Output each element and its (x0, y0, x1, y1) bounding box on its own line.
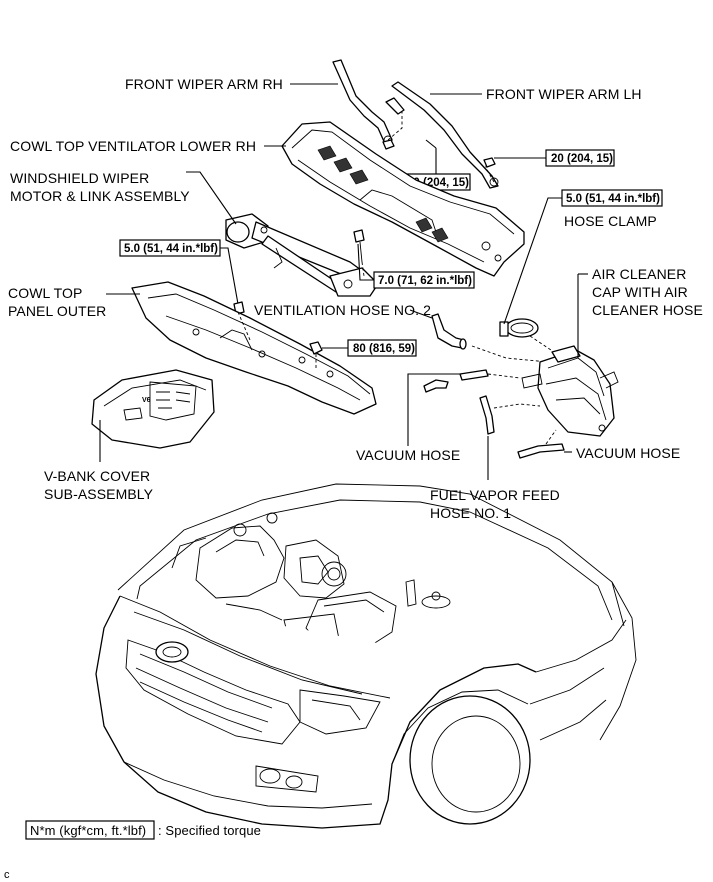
torque-cowl-panel: 80 (816, 59) (322, 339, 417, 357)
svg-text:V6: V6 (142, 397, 151, 404)
fuel-vapor-hose-part (479, 395, 495, 435)
torque-label-wiper-motor: 5.0 (51, 44 in.*lbf) (124, 243, 218, 255)
label-v-bank-line2: SUB-ASSEMBLY (44, 486, 154, 502)
label-wiper-motor-line2: MOTOR & LINK ASSEMBLY (10, 188, 190, 204)
torque-label-link: 7.0 (71, 62 in.*lbf) (378, 275, 472, 287)
label-cowl-outer-line1: COWL TOP (8, 285, 82, 301)
front-wiper-arm-lh (385, 81, 499, 189)
label-air-cleaner-line3: CLEANER HOSE (592, 302, 703, 318)
label-front-wiper-arm-lh: FRONT WIPER ARM LH (486, 86, 642, 102)
cowl-panel-nut (309, 341, 323, 355)
vacuum-hose-left-part (423, 369, 489, 393)
legend-units: N*m (kgf*cm, ft.*lbf) (30, 823, 146, 838)
cowl-top-ventilator-lower-rh (281, 121, 525, 277)
leader-vent-hose (409, 309, 433, 319)
nut-rh (382, 139, 395, 150)
ventilation-hose-no2 (431, 313, 467, 350)
figure-code: c (4, 869, 10, 881)
label-ventilation-hose: VENTILATION HOSE NO. 2 (254, 302, 431, 318)
torque-label-wiper-lh: 20 (204, 15) (551, 153, 613, 165)
label-hose-clamp: HOSE CLAMP (564, 213, 657, 229)
air-cleaner-cap (521, 345, 619, 437)
label-vacuum-hose-left: VACUUM HOSE (356, 447, 460, 463)
v-bank-cover: V6 (91, 369, 215, 449)
torque-legend: N*m (kgf*cm, ft.*lbf) : Specified torque (25, 820, 261, 840)
label-wiper-motor-line1: WINDSHIELD WIPER (10, 170, 149, 186)
label-fuel-vapor-line1: FUEL VAPOR FEED (430, 487, 560, 503)
windshield-wiper-motor-link (225, 213, 379, 297)
label-cowl-outer-line2: PANEL OUTER (8, 303, 106, 319)
link-bolt (353, 229, 365, 263)
label-cowl-top-ventilator-lower-rh: COWL TOP VENTILATOR LOWER RH (10, 138, 256, 154)
label-vacuum-hose-right: VACUUM HOSE (576, 445, 680, 461)
torque-link-assembly: 7.0 (71, 62 in.*lbf) (357, 243, 475, 289)
label-air-cleaner-line1: AIR CLEANER (592, 266, 686, 282)
label-v-bank-line1: V-BANK COVER (44, 468, 150, 484)
hose-clamp-part (499, 318, 539, 338)
torque-wiper-arm-lh: 20 (204, 15) (494, 149, 615, 167)
vehicle-illustration (95, 483, 637, 829)
vacuum-hose-right-part (517, 443, 565, 459)
torque-hose-clamp: 5.0 (51, 44 in.*lbf) (503, 189, 663, 325)
torque-label-cowl: 80 (816, 59) (353, 343, 415, 355)
nut-lh (483, 157, 496, 168)
leader-wiper-motor (186, 171, 237, 225)
leader-vacuum-left (407, 373, 462, 446)
torque-wiper-motor: 5.0 (51, 44 in.*lbf) (119, 239, 245, 315)
torque-label-hose-clamp: 5.0 (51, 44 in.*lbf) (566, 193, 660, 205)
label-fuel-vapor-line2: HOSE NO. 1 (430, 505, 511, 521)
cowl-top-panel-outer (131, 281, 377, 415)
legend-text: : Specified torque (158, 823, 261, 838)
label-front-wiper-arm-rh: FRONT WIPER ARM RH (125, 76, 283, 92)
label-air-cleaner-line2: CAP WITH AIR (592, 284, 688, 300)
